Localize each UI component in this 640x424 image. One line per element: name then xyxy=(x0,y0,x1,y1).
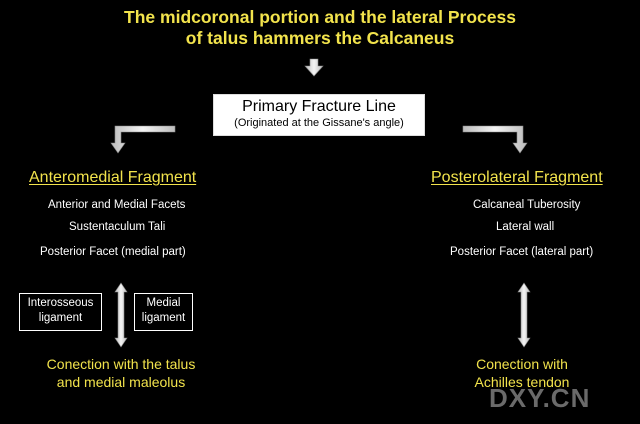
right-item-2: Lateral wall xyxy=(496,221,555,233)
down-arrow-top xyxy=(304,58,324,77)
left-connection: Conection with the talus and medial male… xyxy=(33,355,209,391)
primary-fracture-box: Primary Fracture Line (Originated at the… xyxy=(213,94,425,136)
elbow-arrow-left xyxy=(110,125,176,154)
anteromedial-heading: Anteromedial Fragment xyxy=(29,169,197,186)
posterolateral-heading: Posterolateral Fragment xyxy=(431,169,603,186)
primary-fracture-heading: Primary Fracture Line xyxy=(242,98,396,115)
right-connection: Conection with Achilles tendon xyxy=(460,355,584,391)
interosseous-line-2: ligament xyxy=(38,312,83,324)
left-connection-line-1: Conection with the talus xyxy=(46,356,196,372)
interosseous-line-1: Interosseous xyxy=(27,297,94,309)
elbow-arrow-right xyxy=(462,125,528,154)
title-line-1: The midcoronal portion and the lateral P… xyxy=(124,7,516,27)
double-arrow-left xyxy=(114,282,128,348)
double-arrow-right xyxy=(517,282,531,348)
right-item-1: Calcaneal Tuberosity xyxy=(473,199,581,211)
left-item-2: Sustentaculum Tali xyxy=(69,221,166,233)
primary-fracture-subheading: (Originated at the Gissane's angle) xyxy=(234,117,404,129)
medial-line-1: Medial xyxy=(146,297,181,309)
watermark: DXY.CN xyxy=(489,383,591,413)
medial-ligament-box: Medial ligament xyxy=(134,293,193,331)
left-item-3: Posterior Facet (medial part) xyxy=(40,246,186,258)
title-line-2: of talus hammers the Calcaneus xyxy=(185,28,455,48)
interosseous-ligament-box: Interosseous ligament xyxy=(19,293,102,331)
left-connection-line-2: and medial maleolus xyxy=(56,374,186,390)
right-connection-line-1: Conection with xyxy=(476,356,568,372)
medial-line-2: ligament xyxy=(141,312,186,324)
right-connection-line-2: Achilles tendon xyxy=(474,374,570,390)
right-item-3: Posterior Facet (lateral part) xyxy=(450,246,594,258)
left-item-1: Anterior and Medial Facets xyxy=(48,199,186,211)
